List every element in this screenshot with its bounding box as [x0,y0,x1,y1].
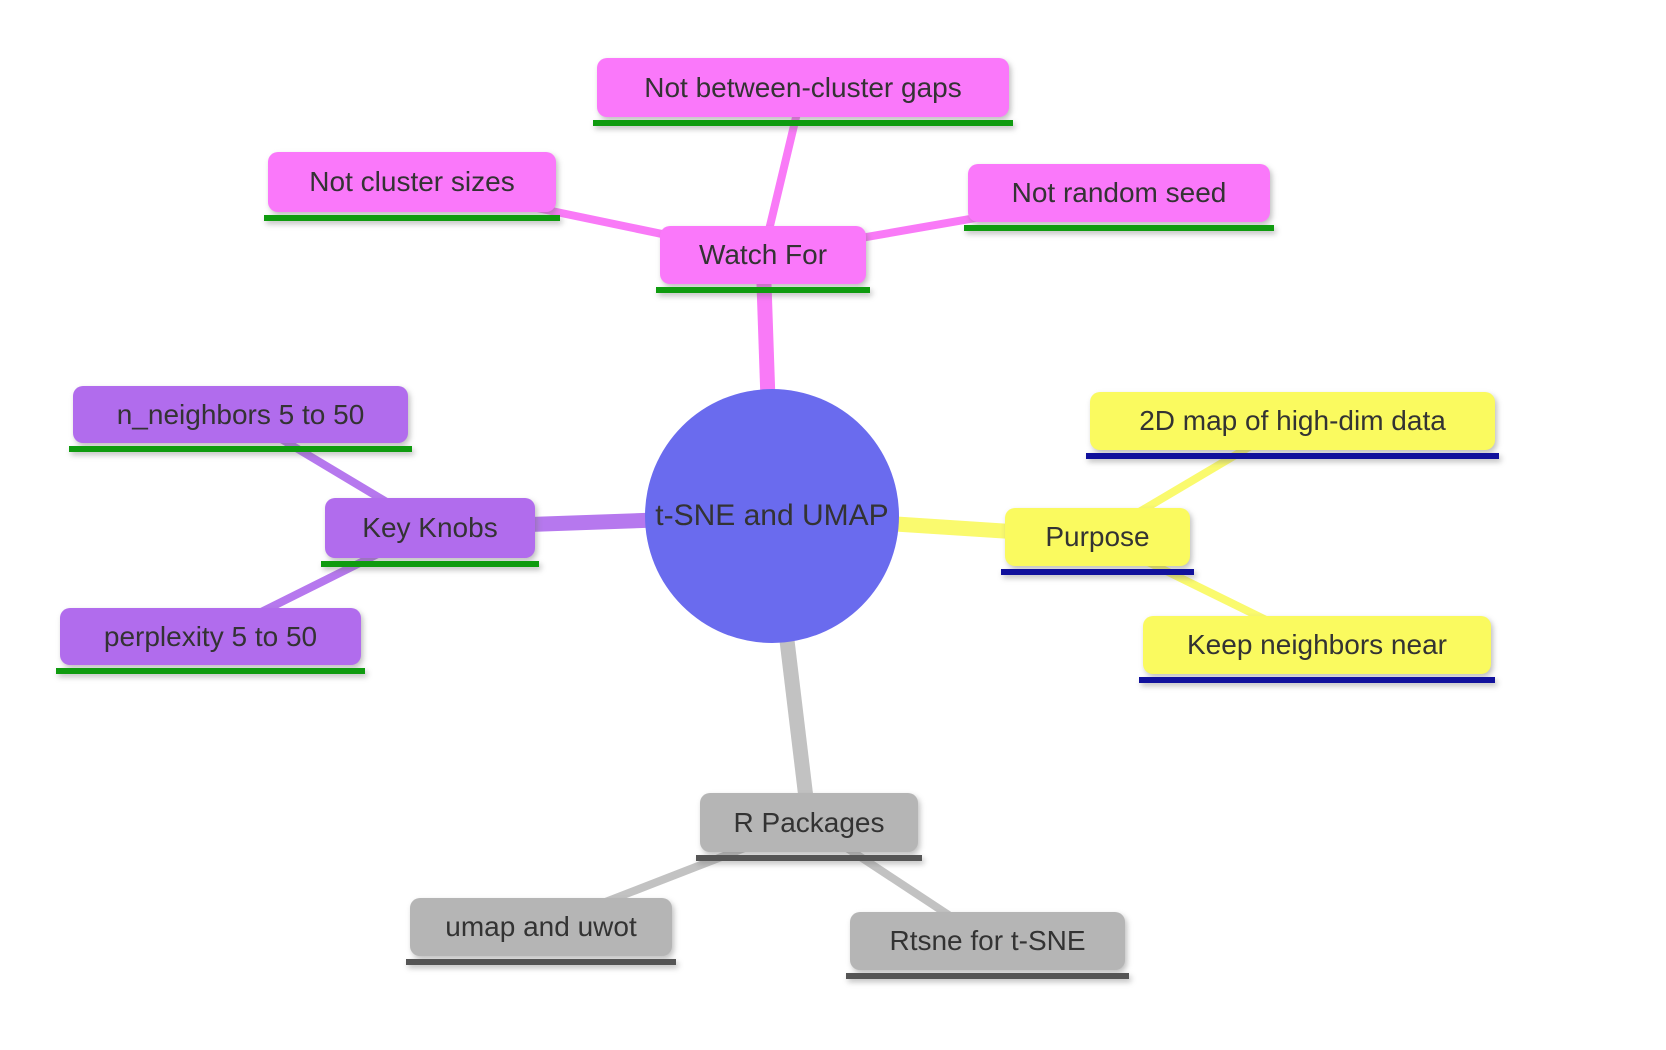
leaf-node-rtsne: Rtsne for t-SNE [846,912,1129,979]
leaf-label: perplexity 5 to 50 [103,620,318,652]
branch-node-r-packages: R Packages [696,793,922,861]
node-underline [656,287,870,293]
leaf-node-umap-uwot: umap and uwot [406,898,676,965]
leaf-label: Not random seed [1011,177,1227,208]
node-underline [1139,677,1495,683]
leaf-label: 2D map of high-dim data [1139,405,1446,436]
node-underline [69,446,412,452]
node-underline [964,225,1274,231]
leaf-node-n-neighbors: n_neighbors 5 to 50 [69,386,412,452]
branch-label: Watch For [698,239,828,270]
leaf-label: Rtsne for t-SNE [889,925,1086,956]
leaf-node-keep-neighbors: Keep neighbors near [1139,616,1495,683]
branch-node-purpose: Purpose [1001,508,1194,575]
node-underline [846,973,1129,979]
node-underline [696,855,922,861]
leaf-label: umap and uwot [445,911,637,942]
root-label: t-SNE and UMAP [655,499,889,532]
node-underline [56,668,365,674]
node-underline [1086,453,1499,459]
mindmap-root-node: t-SNE and UMAP [645,389,899,643]
leaf-node-not-random-seed: Not random seed [964,164,1274,231]
branch-label: Purpose [1045,521,1150,552]
node-underline [321,561,539,567]
branch-node-key-knobs: Key Knobs [321,498,539,567]
node-underline [1001,569,1194,575]
leaf-label: n_neighbors 5 to 50 [116,398,365,430]
branch-label: Key Knobs [362,512,498,543]
leaf-label: Not between-cluster gaps [644,71,962,103]
node-underline [593,120,1013,126]
leaf-label: Not cluster sizes [309,166,515,197]
leaf-node-perplexity: perplexity 5 to 50 [56,608,365,674]
branch-node-watch-for: Watch For [656,226,870,293]
leaf-node-2d-map: 2D map of high-dim data [1086,392,1499,459]
leaf-node-not-between-cluster-gaps: Not between-cluster gaps [593,58,1013,126]
leaf-label: Keep neighbors near [1187,629,1447,660]
node-underline [264,215,560,221]
node-underline [406,959,676,965]
branch-label: R Packages [733,806,885,838]
leaf-node-not-cluster-sizes: Not cluster sizes [264,152,560,221]
